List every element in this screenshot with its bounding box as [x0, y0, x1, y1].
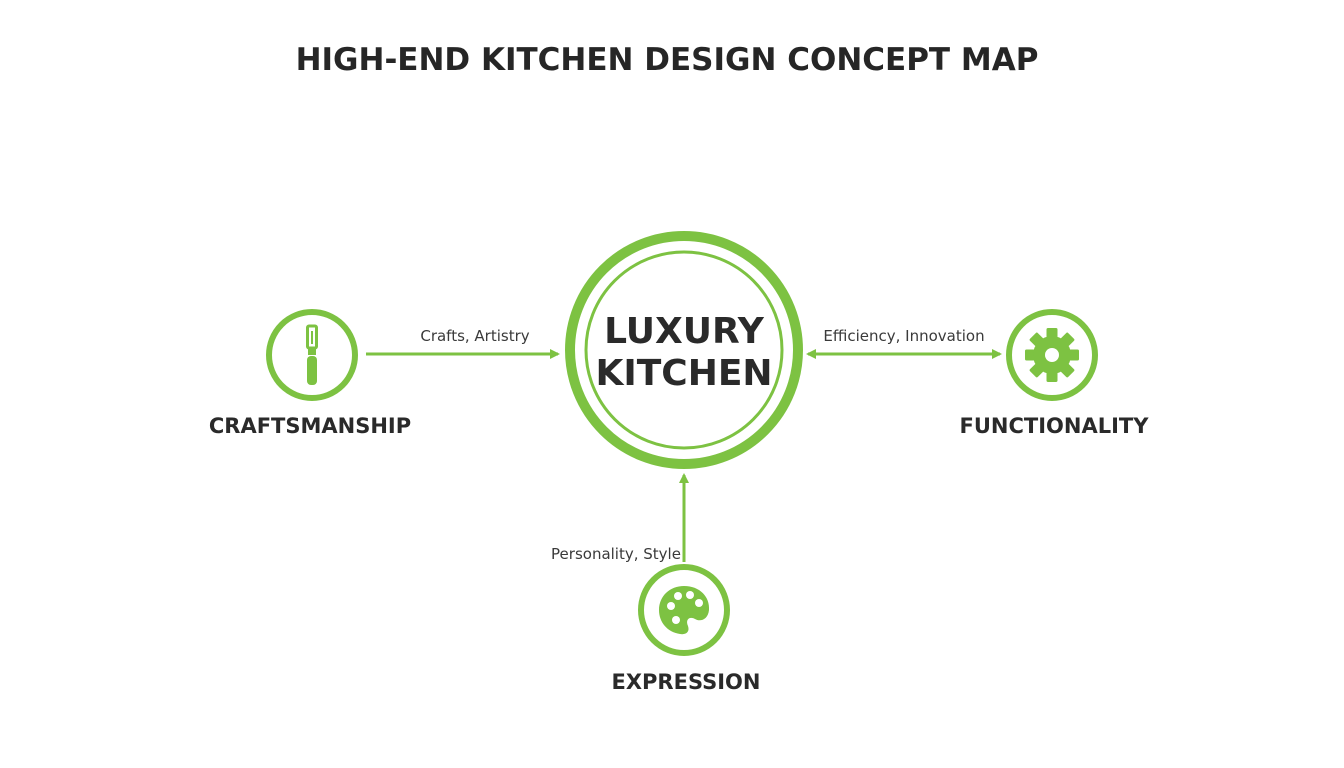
- center-node-luxury-kitchen: LUXURY KITCHEN: [565, 231, 803, 469]
- node-craftsmanship: CRAFTSMANSHIP: [209, 309, 411, 438]
- node-label-functionality: FUNCTIONALITY: [960, 414, 1150, 438]
- edge-label-functionality: Efficiency, Innovation: [823, 327, 984, 345]
- center-title-line1: LUXURY: [604, 311, 765, 352]
- edge-label-expression: Personality, Style: [551, 545, 681, 563]
- edge-label-craftsmanship: Crafts, Artistry: [420, 327, 529, 345]
- page-title: HIGH-END KITCHEN DESIGN CONCEPT MAP: [296, 42, 1039, 78]
- palette-icon: [659, 586, 710, 635]
- node-functionality: FUNCTIONALITY: [960, 309, 1150, 438]
- chisel-icon: [306, 324, 318, 385]
- node-label-expression: EXPRESSION: [612, 670, 761, 694]
- node-label-craftsmanship: CRAFTSMANSHIP: [209, 414, 411, 438]
- center-title-line2: KITCHEN: [595, 353, 772, 394]
- gear-icon: [1025, 328, 1079, 382]
- node-expression: EXPRESSION: [612, 564, 761, 694]
